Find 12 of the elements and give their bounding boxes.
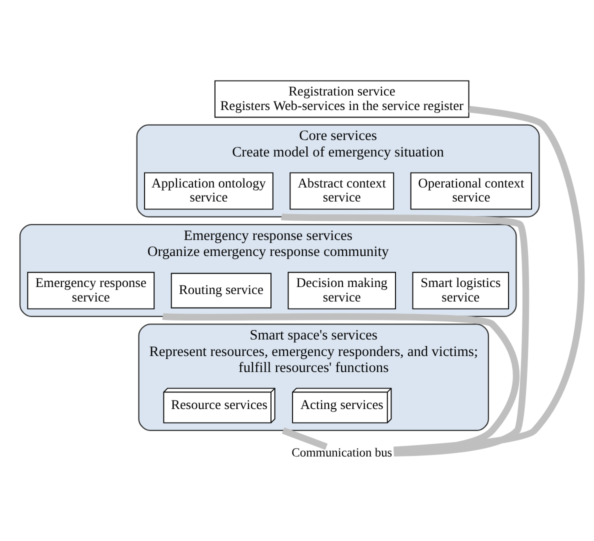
node-box: Decision making service	[288, 272, 396, 310]
connector	[394, 106, 584, 454]
node-box: Operational context service	[410, 172, 532, 210]
node-box: Registration service Registers Web-services in the service register	[214, 80, 470, 118]
node-box: Smart logistics service	[412, 272, 510, 310]
node-box: Routing service	[170, 272, 272, 308]
node-box: Application ontology service	[144, 172, 274, 210]
node-text: Communication bus	[292, 446, 392, 460]
connector	[282, 427, 328, 450]
node-box: Abstract context service	[290, 172, 394, 210]
connector	[281, 214, 530, 457]
node-box: Emergency response service	[27, 272, 155, 310]
